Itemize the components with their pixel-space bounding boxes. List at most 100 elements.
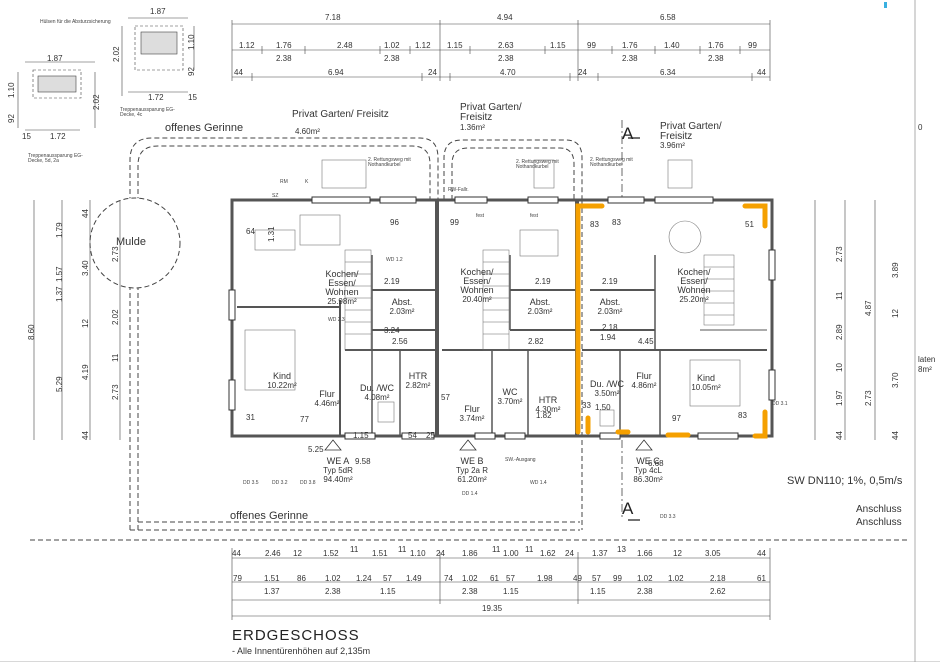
stair-right-caption: Treppenaussparung EG-Decke, 4c (120, 107, 175, 118)
top-dim-1: 7.18 (325, 13, 341, 22)
stair-right-b: 15 (188, 93, 197, 102)
bot-r1-1: 2.46 (265, 549, 281, 558)
anschluss-2: Anschluss (856, 517, 902, 528)
label-dd32: DD 3.2 (272, 480, 288, 486)
label-sw-exit: SW.-Ausgang (505, 457, 536, 463)
left-dim-3: 1.37 (55, 286, 64, 302)
bot-r3-4: 1.15 (503, 587, 519, 596)
bot-r2-7: 74 (444, 574, 453, 583)
top-dim-r2-8: 99 (587, 41, 596, 50)
bot-r1-2: 12 (293, 549, 302, 558)
inner-dim-14: 83 (590, 220, 599, 229)
inner-dim-6: 2.18 (602, 323, 618, 332)
label-sz-a: SZ (272, 193, 279, 199)
top-dim-r3-0: 44 (234, 68, 243, 77)
top-dim-r2-9: 1.76 (622, 41, 638, 50)
escape-route-a: 2. Rettungsweg mit Nothandkurbel (368, 157, 411, 168)
left-dim-2: 1.57 (55, 266, 64, 282)
top-dim-r2-4: 1.12 (415, 41, 431, 50)
top-dim-r2-3: 1.02 (384, 41, 400, 50)
stairs (344, 249, 735, 351)
plan-subtitle: - Alle Innentürenhöhen auf 2,135m (232, 646, 371, 656)
bot-r2-2: 86 (297, 574, 306, 583)
unit-entry-markers (324, 439, 653, 451)
stair-opening-right (121, 17, 195, 96)
garden-a-label: Privat Garten/ Freisitz (292, 109, 389, 120)
bot-r2-9: 61 (490, 574, 499, 583)
top-dim-r3-2: 24 (428, 68, 437, 77)
bot-r2-4: 1.24 (356, 574, 372, 583)
left-dim-6: 8.60 (27, 324, 36, 340)
right-edge-2: 8m² (918, 365, 932, 374)
bot-r3-2: 1.15 (380, 587, 396, 596)
room-abst-c: Abst.2.03m² (597, 297, 623, 316)
top-dim-r3-1: 6.94 (328, 68, 344, 77)
top-dim-r2b-4: 2.38 (708, 54, 724, 63)
left-dim-5: 2.73 (111, 246, 120, 262)
top-dim-r2-10: 1.40 (664, 41, 680, 50)
top-dim-r2-12: 99 (748, 41, 757, 50)
top-dim-r2b-1: 2.38 (384, 54, 400, 63)
top-dimension-lines (231, 20, 771, 81)
stair-left-a: 92 (7, 114, 16, 123)
left-dim-0: 44 (81, 209, 90, 218)
inner-dim-15: 51 (745, 220, 754, 229)
label-k-a: K (305, 179, 309, 185)
mulde-circle (89, 197, 181, 289)
section-line-a (621, 120, 640, 521)
stair-left-caption: Treppenaussparung EG-Decke, 5d, 2a (28, 153, 83, 164)
left-dim-9: 5.29 (55, 376, 64, 392)
label-wd14: WD 1.4 (530, 480, 547, 486)
left-dim-7: 12 (81, 319, 90, 328)
right-dim-4: 12 (891, 309, 900, 318)
inner-dim-1: 3.24 (384, 326, 400, 335)
stair-left-b: 15 (22, 132, 31, 141)
inner-dim-29: 1.50 (595, 403, 611, 412)
bot-r1-20: 44 (757, 549, 766, 558)
left-dim-12: 2.73 (111, 384, 120, 400)
bot-r1-14: 24 (565, 549, 574, 558)
inner-dim-17: 96 (390, 218, 399, 227)
label-dd31: DD 3.1 (772, 401, 788, 407)
sewer-note: SW DN110; 1%, 0,5m/s (787, 475, 903, 487)
bot-r1-6: 11 (398, 545, 407, 554)
left-dim-10: 4.19 (81, 364, 90, 380)
inner-dim-26: 57 (441, 393, 450, 402)
inner-dim-9: 1.15 (353, 431, 369, 440)
bot-r2-3: 1.02 (325, 574, 341, 583)
top-dim-r2-1: 1.76 (276, 41, 292, 50)
top-dim-r2-5: 1.15 (447, 41, 463, 50)
bot-r2-18: 61 (757, 574, 766, 583)
plan-title: ERDGESCHOSS (232, 627, 360, 644)
bot-r1-9: 1.86 (462, 549, 478, 558)
left-dim-13: 44 (81, 431, 90, 440)
bot-r2-8: 1.02 (462, 574, 478, 583)
bot-r2-10: 57 (506, 574, 515, 583)
left-dim-11: 11 (111, 353, 120, 362)
right-dim-8: 1.97 (835, 390, 844, 406)
bot-r1-3: 1.52 (323, 549, 339, 558)
sleeve-note: Hülsen für die Absturzsicherung (40, 19, 111, 25)
stair-right-a: 92 (187, 67, 196, 76)
bot-r1-19: 3.05 (705, 549, 721, 558)
furniture (244, 159, 741, 427)
bot-r1-12: 11 (525, 545, 534, 554)
room-abst-b: Abst.2.03m² (527, 297, 553, 316)
right-dim-0: 2.73 (835, 246, 844, 262)
top-dim-r3-3: 4.70 (500, 68, 516, 77)
bot-r1-8: 24 (436, 549, 445, 558)
bot-r1-4: 11 (350, 545, 359, 554)
inner-dim-10: 1.82 (536, 411, 552, 420)
inner-dim-3: 2.19 (535, 277, 551, 286)
bot-total: 19.35 (482, 604, 503, 613)
inner-dim-24: 77 (300, 415, 309, 424)
